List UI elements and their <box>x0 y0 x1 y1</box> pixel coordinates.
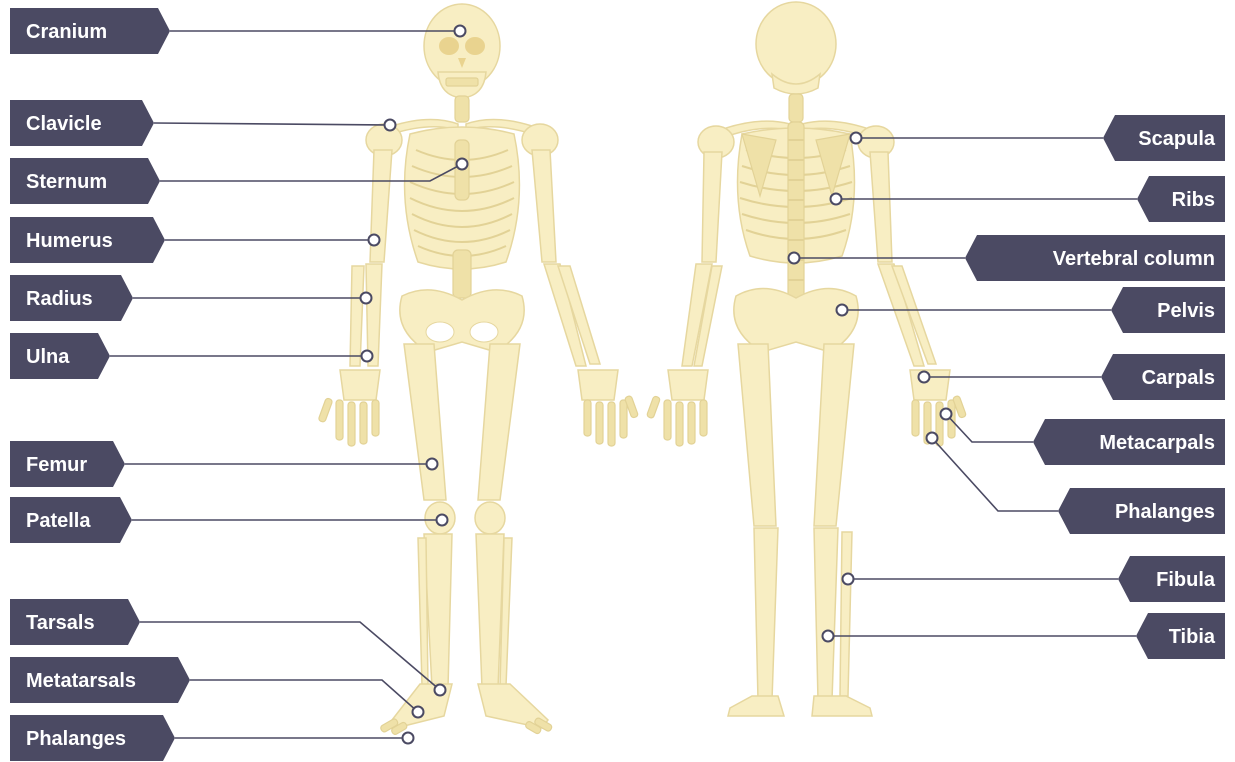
pointer-dot <box>435 685 446 696</box>
label-text: Ribs <box>1172 189 1215 211</box>
pointer-dot <box>823 631 834 642</box>
label-text: Phalanges <box>1115 501 1215 523</box>
pointer-dot <box>361 293 372 304</box>
label-phalanges-foot: Phalanges <box>10 715 414 761</box>
pointer-dot <box>403 733 414 744</box>
leader-line <box>946 414 1033 442</box>
back-skeleton <box>646 2 966 716</box>
label-femur: Femur <box>10 441 438 487</box>
label-text: Pelvis <box>1157 300 1215 322</box>
label-carpals: Carpals <box>919 354 1226 400</box>
label-text: Sternum <box>26 171 107 193</box>
back-skull <box>756 2 836 86</box>
label-text: Scapula <box>1138 128 1216 150</box>
label-text: Femur <box>26 454 87 476</box>
label-text: Patella <box>26 510 91 532</box>
leader-line <box>190 680 418 712</box>
label-text: Metatarsals <box>26 670 136 692</box>
pointer-dot <box>413 707 424 718</box>
label-text: Tarsals <box>26 612 95 634</box>
front-skeleton <box>318 4 638 735</box>
pointer-dot <box>843 574 854 585</box>
label-text: Radius <box>26 288 93 310</box>
label-humerus: Humerus <box>10 217 380 263</box>
pointer-dot <box>789 253 800 264</box>
label-patella: Patella <box>10 497 448 543</box>
pointer-dot <box>927 433 938 444</box>
label-cranium: Cranium <box>10 8 466 54</box>
pointer-dot <box>362 351 373 362</box>
pointer-dot <box>385 120 396 131</box>
label-text: Ulna <box>26 346 70 368</box>
pointer-dot <box>919 372 930 383</box>
pointer-dot <box>427 459 438 470</box>
label-text: Metacarpals <box>1099 432 1215 454</box>
label-ulna: Ulna <box>10 333 373 379</box>
label-sternum: Sternum <box>10 158 468 204</box>
label-text: Carpals <box>1142 367 1215 389</box>
pointer-dot <box>455 26 466 37</box>
label-metacarpals: Metacarpals <box>941 409 1226 466</box>
label-clavicle: Clavicle <box>10 100 396 146</box>
pointer-dot <box>837 305 848 316</box>
pointer-dot <box>457 159 468 170</box>
label-text: Tibia <box>1169 626 1216 648</box>
leader-line <box>154 123 390 125</box>
pointer-dot <box>831 194 842 205</box>
callouts: CraniumClavicleSternumHumerusRadiusUlnaF… <box>10 8 1225 761</box>
front-skull <box>424 4 500 98</box>
label-text: Phalanges <box>26 728 126 750</box>
label-fibula: Fibula <box>843 556 1226 602</box>
label-text: Cranium <box>26 21 107 43</box>
label-text: Humerus <box>26 230 113 252</box>
label-text: Vertebral column <box>1053 248 1215 270</box>
label-metatarsals: Metatarsals <box>10 657 424 718</box>
label-scapula: Scapula <box>851 115 1226 161</box>
pointer-dot <box>941 409 952 420</box>
pointer-dot <box>369 235 380 246</box>
pointer-dot <box>437 515 448 526</box>
label-radius: Radius <box>10 275 372 321</box>
label-text: Fibula <box>1156 569 1216 591</box>
label-tibia: Tibia <box>823 613 1226 659</box>
pointer-dot <box>851 133 862 144</box>
label-vertebral-column: Vertebral column <box>789 235 1226 281</box>
label-text: Clavicle <box>26 113 102 135</box>
